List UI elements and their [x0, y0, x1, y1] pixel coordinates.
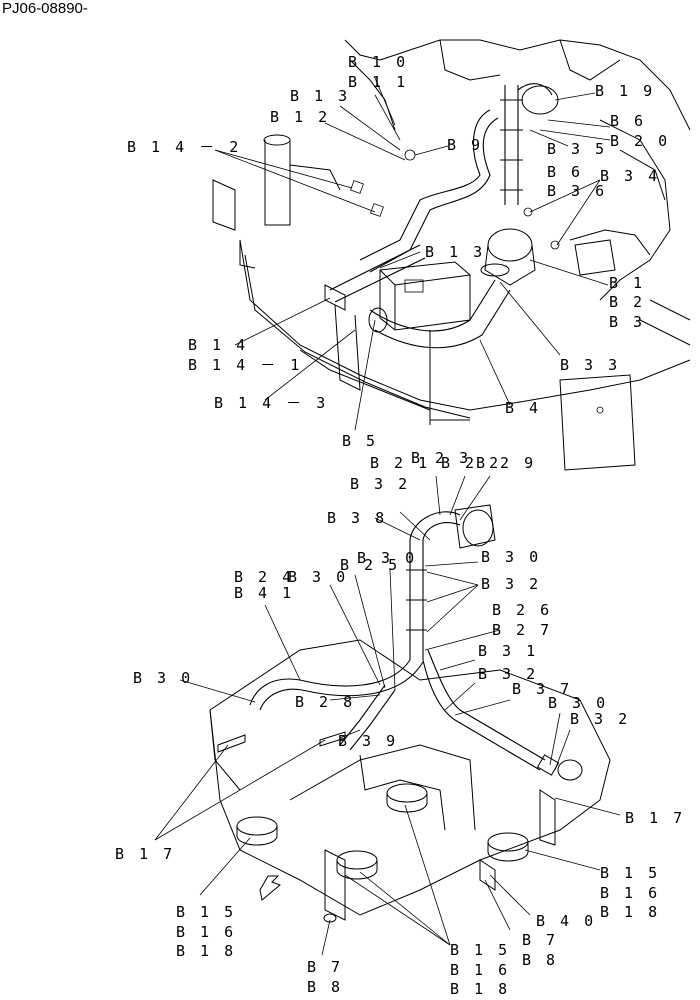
label-b19: B 1 9 [595, 82, 655, 100]
label-b18c: B 1 8 [450, 980, 510, 998]
label-b17: B 1 7 [625, 809, 685, 827]
label-b30d: B 3 0 [133, 669, 193, 687]
label-b15c: B 1 5 [450, 941, 510, 959]
label-b20: B 2 0 [610, 132, 670, 150]
label-b29: B 2 9 [476, 454, 536, 472]
label-b27: B 2 7 [492, 621, 552, 639]
label-b15: B 1 5 [600, 864, 660, 882]
label-b38: B 3 8 [327, 509, 387, 527]
label-b30e: B 3 0 [548, 694, 608, 712]
label-b32: B 3 2 [350, 475, 410, 493]
label-b6b: B 6 [547, 163, 583, 181]
label-b12: B 1 2 [270, 108, 330, 126]
label-b2: B 2 [609, 293, 645, 311]
label-b32d: B 3 2 [570, 710, 630, 728]
label-b3: B 3 [609, 313, 645, 331]
label-b36: B 3 6 [547, 182, 607, 200]
label-b16b: B 1 6 [176, 923, 236, 941]
label-b32b: B 3 2 [481, 575, 541, 593]
label-b41: B 4 1 [234, 584, 294, 602]
label-b30b: B 3 0 [481, 548, 541, 566]
label-b14-1: B 1 4 － 1 [188, 356, 302, 374]
label-b8b: B 8 [307, 978, 343, 996]
label-b14-2: B 1 4 － 2 [127, 138, 241, 156]
label-b40: B 4 0 [536, 912, 596, 930]
label-b14-3: B 1 4 － 3 [214, 394, 328, 412]
label-b32c: B 3 2 [478, 665, 538, 683]
label-b9: B 9 [447, 136, 483, 154]
label-b8: B 8 [522, 951, 558, 969]
callout-labels: B 1 0 B 1 1 B 1 3 B 1 2 B 1 4 － 2 B 9 B … [115, 53, 685, 998]
label-b22: B 2 2 [441, 454, 501, 472]
label-b26: B 2 6 [492, 601, 552, 619]
label-b34: B 3 4 [600, 167, 660, 185]
label-b5: B 5 [342, 432, 378, 450]
label-b23: B 2 3 [411, 449, 471, 467]
label-b18: B 1 8 [600, 903, 660, 921]
label-b24: B 2 4 [234, 568, 294, 586]
label-b31: B 3 1 [478, 642, 538, 660]
label-b35: B 3 5 [547, 140, 607, 158]
label-b14: B 1 4 [188, 336, 248, 354]
upper-frame-drawing [212, 39, 691, 471]
label-b13: B 1 3 [290, 87, 350, 105]
label-b30: B 3 0 [357, 549, 417, 567]
lower-tank-drawing [209, 504, 611, 923]
document-id: PJ06-08890- [2, 0, 88, 17]
label-b16: B 1 6 [600, 884, 660, 902]
label-b18b: B 1 8 [176, 942, 236, 960]
label-b6: B 6 [610, 112, 646, 130]
label-b17b: B 1 7 [115, 845, 175, 863]
label-b7b: B 7 [307, 958, 343, 976]
label-b15b: B 1 5 [176, 903, 236, 921]
label-b4: B 4 [505, 399, 541, 417]
label-b25: B 2 5 [340, 556, 400, 574]
label-b28: B 2 8 [295, 693, 355, 711]
label-b10: B 1 0 [348, 53, 408, 71]
label-b1: B 1 [609, 274, 645, 292]
label-b30c: B 3 0 [288, 568, 348, 586]
label-b13b: B 1 3 [425, 243, 485, 261]
label-b37: B 3 7 [512, 680, 572, 698]
label-b11: B 1 1 [348, 73, 408, 91]
leader-lines [154, 77, 621, 956]
label-b39: B 3 9 [338, 732, 398, 750]
label-b21: B 2 1 [370, 454, 430, 472]
label-b33: B 3 3 [560, 356, 620, 374]
label-b7: B 7 [522, 931, 558, 949]
label-b16c: B 1 6 [450, 961, 510, 979]
